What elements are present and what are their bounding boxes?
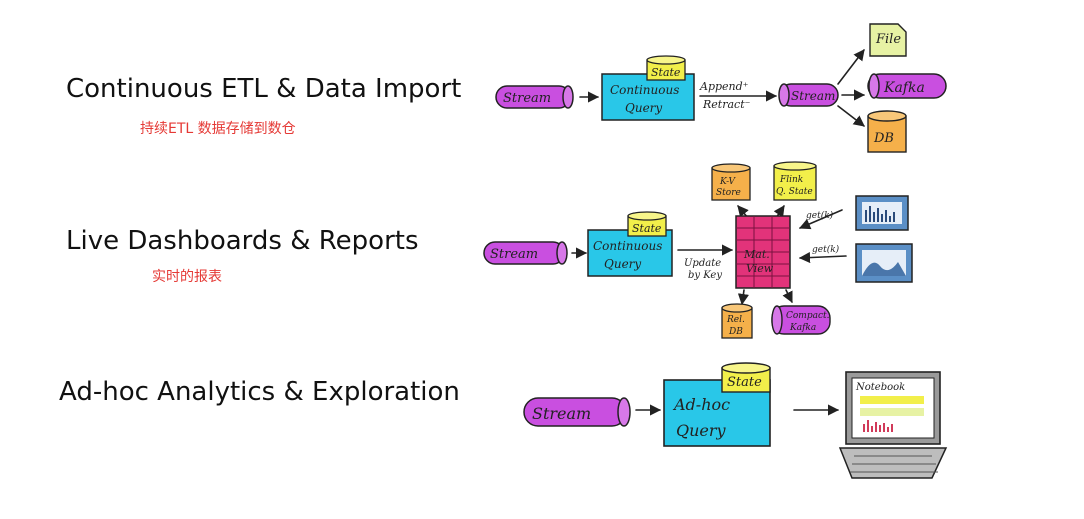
etl-diagram: Stream Continuous Query State Append⁺ Re… (495, 23, 947, 153)
svg-text:Query: Query (625, 101, 662, 115)
svg-text:State: State (727, 375, 762, 390)
heading-live-dashboards: Live Dashboards & Reports (66, 226, 419, 256)
svg-text:Continuous: Continuous (593, 239, 662, 253)
file-sink: File (869, 23, 907, 57)
svg-text:by Key: by Key (688, 270, 722, 281)
state-store-1: State (646, 55, 686, 81)
retract-label: Retract⁻ (702, 98, 751, 111)
subtitle-continuous-etl: 持续ETL 数据存储到数仓 (140, 121, 296, 137)
subtitle-live-dashboards: 实时的报表 (152, 269, 222, 285)
notebook-laptop: Notebook (838, 371, 948, 479)
compacted-kafka: Compact. Kafka (771, 305, 831, 335)
svg-text:Compact.: Compact. (786, 311, 830, 321)
continuous-query-1: Continuous Query (601, 73, 695, 121)
svg-text:View: View (746, 262, 774, 275)
state-store-3: State (721, 362, 771, 393)
svg-text:Stream: Stream (791, 89, 835, 103)
svg-text:Rel.: Rel. (726, 315, 745, 325)
svg-text:Stream: Stream (490, 247, 538, 262)
svg-text:Kafka: Kafka (789, 323, 816, 333)
update-label: Update (684, 258, 721, 269)
svg-text:K-V: K-V (719, 177, 736, 187)
stream-source-1: Stream (495, 85, 574, 109)
svg-text:DB: DB (728, 327, 743, 337)
svg-text:Query: Query (676, 421, 727, 440)
svg-text:DB: DB (873, 131, 894, 146)
svg-text:Query: Query (604, 257, 641, 271)
svg-text:Ad-hoc: Ad-hoc (672, 395, 730, 414)
append-label: Append⁺ (699, 80, 749, 93)
svg-text:State: State (632, 222, 662, 235)
svg-text:Mat.: Mat. (743, 248, 770, 261)
kv-store: K-V Store (711, 163, 751, 201)
svg-text:Store: Store (716, 188, 741, 198)
dashboard-chart-area (855, 243, 913, 283)
state-store-2: State (627, 211, 667, 237)
stream-source-3: Stream (523, 397, 631, 427)
heading-continuous-etl: Continuous ETL & Data Import (66, 74, 462, 104)
stream-label: Stream (503, 91, 551, 106)
svg-text:Kafka: Kafka (883, 80, 925, 96)
svg-text:get(k): get(k) (812, 244, 840, 255)
stream-source-2: Stream (483, 241, 568, 265)
heading-adhoc-analytics: Ad-hoc Analytics & Exploration (59, 377, 460, 407)
db-sink: DB (867, 110, 907, 153)
stream-output-1: Stream (778, 83, 839, 107)
flink-queryable-state: Flink Q. State (773, 161, 817, 201)
materialized-view: Mat. View (735, 215, 791, 289)
svg-text:Flink: Flink (779, 175, 803, 185)
svg-text:Q. State: Q. State (776, 187, 813, 197)
kafka-sink: Kafka (867, 73, 947, 99)
continuous-query-2: Continuous Query (587, 229, 673, 277)
svg-text:Notebook: Notebook (855, 382, 905, 393)
adhoc-diagram: Stream Ad-hoc Query State Notebook (523, 362, 948, 479)
svg-text:get(k): get(k) (806, 210, 834, 221)
svg-text:File: File (875, 32, 901, 47)
dashboard-chart-bars (855, 195, 909, 231)
svg-text:Continuous: Continuous (610, 83, 679, 97)
svg-text:Stream: Stream (532, 404, 591, 423)
svg-text:State: State (651, 66, 681, 79)
dashboard-diagram: Stream Continuous Query State Update by … (483, 161, 913, 339)
relational-db: Rel. DB (721, 303, 753, 339)
